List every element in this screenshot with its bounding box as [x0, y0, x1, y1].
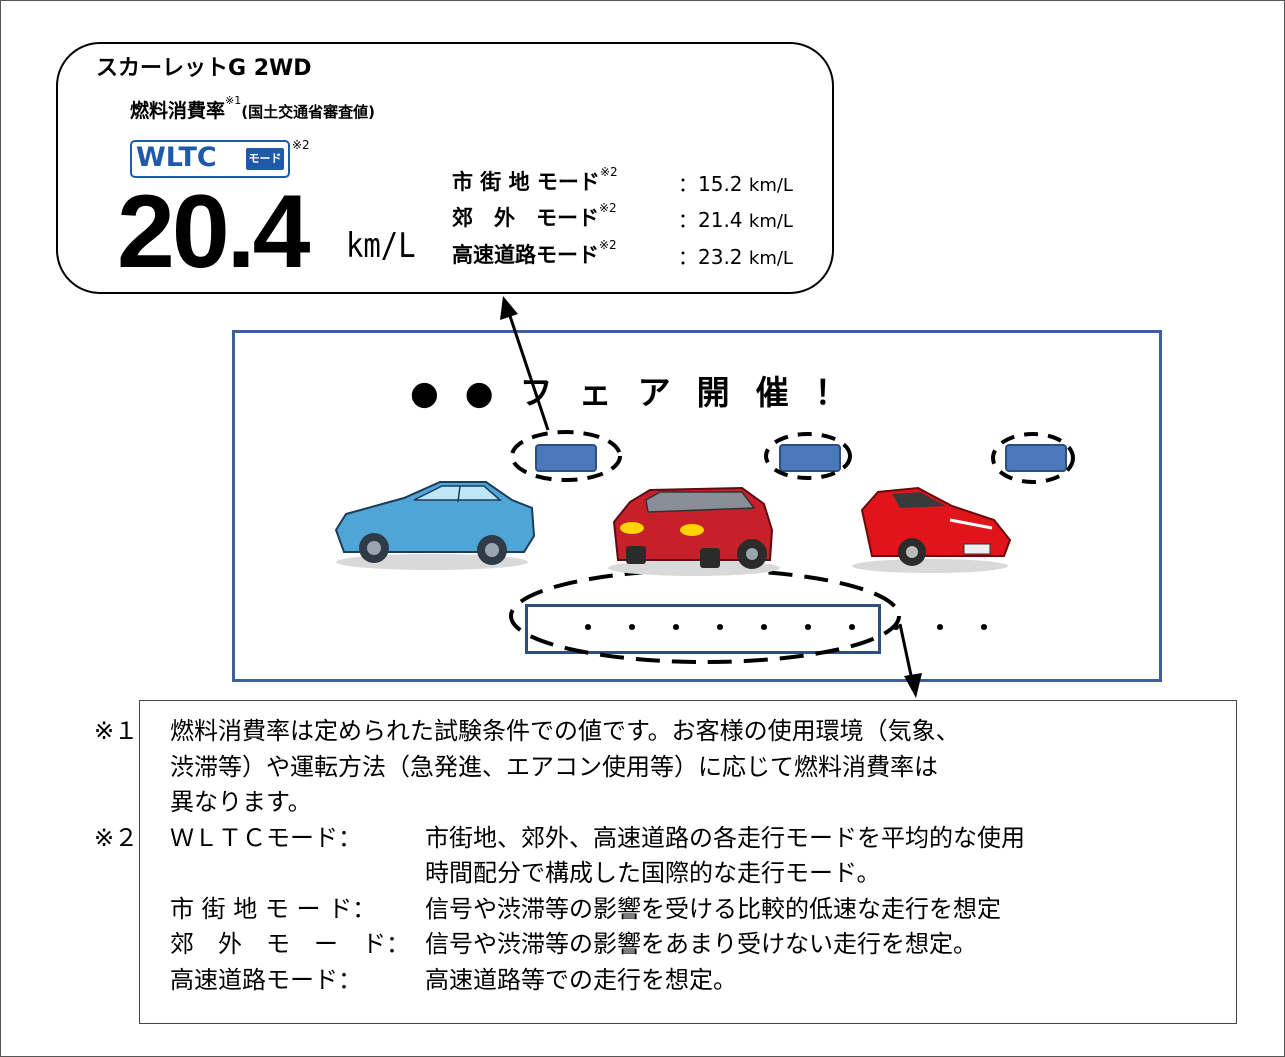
fuel-title: 燃料消費率: [130, 100, 226, 122]
board-highlight-ellipse: [509, 568, 901, 664]
tag-highlight-ellipse: [764, 432, 852, 480]
def-desc: 信号や渋滞等の影響をあまり受けない走行を想定。: [425, 930, 977, 958]
price-tag: [779, 444, 841, 472]
blue-sedan-illustration: [334, 481, 536, 570]
note2-term: ＷＬＴＣモード：: [170, 824, 362, 852]
arrow-to-notes: [898, 623, 922, 698]
price-board: [525, 604, 881, 654]
notes-box: [139, 700, 1237, 1024]
price-board-dots: ・・・・・・・・・・: [576, 614, 1016, 642]
tag-highlight-ellipse: [510, 430, 622, 482]
fuel-consumption-heading: 燃料消費率※1(国土交通省審査値): [130, 94, 375, 123]
wltc-logo: WLTC モード: [130, 140, 290, 178]
note1-line: 異なります。: [170, 788, 312, 816]
note1-line: 渋滞等）や運転方法（急発進、エアコン使用等）に応じて燃料消費率は: [170, 753, 938, 781]
fuel-title-paren: (国土交通省審査値): [241, 103, 375, 121]
wltc-logo-mode: モード: [246, 148, 284, 170]
def-desc: 高速道路等での走行を想定。: [425, 966, 737, 994]
main-fuel-unit: km/L: [346, 226, 416, 266]
mode-highway-label: 高速道路モード※2: [452, 238, 617, 267]
note2-line: 時間配分で構成した国際的な走行モード。: [425, 859, 881, 887]
mode-suburban-value: ：21.4 km/L: [678, 208, 793, 232]
note1-mark: ※１: [94, 717, 139, 745]
note1-line: 燃料消費率は定められた試験条件での値です。お客様の使用環境（気象、: [170, 717, 960, 745]
model-name: スカーレットG 2WD: [96, 56, 312, 81]
fair-headline: ●●フェア開催！: [410, 373, 874, 412]
def-term: 市 街 地 モ ー ド：: [170, 895, 377, 923]
tag-highlight-ellipse: [991, 432, 1075, 484]
note2-line: 市街地、郊外、高速道路の各走行モードを平均的な使用: [425, 824, 1025, 852]
mode-highway-value: ：23.2 km/L: [678, 245, 793, 269]
arrow-to-label: [500, 296, 550, 431]
price-tag: [535, 444, 597, 472]
mode-suburban-label: 郊 外 モード※2: [452, 201, 617, 230]
def-term: 郊 外 モ ー ド：: [170, 930, 410, 958]
fuel-title-note: ※1: [225, 94, 242, 107]
mode-urban-value: ：15.2 km/L: [678, 172, 793, 196]
red-sports-car-illustration: [852, 486, 1012, 573]
wltc-note: ※2: [292, 138, 310, 152]
def-desc: 信号や渋滞等の影響を受ける比較的低速な走行を想定: [425, 895, 1001, 923]
main-fuel-value: 20.4: [117, 174, 310, 290]
red-hatchback-illustration: [608, 486, 780, 576]
note2-mark: ※２: [94, 824, 139, 852]
wltc-logo-text: WLTC: [136, 142, 217, 173]
price-tag: [1005, 444, 1067, 472]
mode-urban-label: 市 街 地 モード※2: [452, 165, 618, 194]
def-term: 高速道路モード：: [170, 966, 362, 994]
